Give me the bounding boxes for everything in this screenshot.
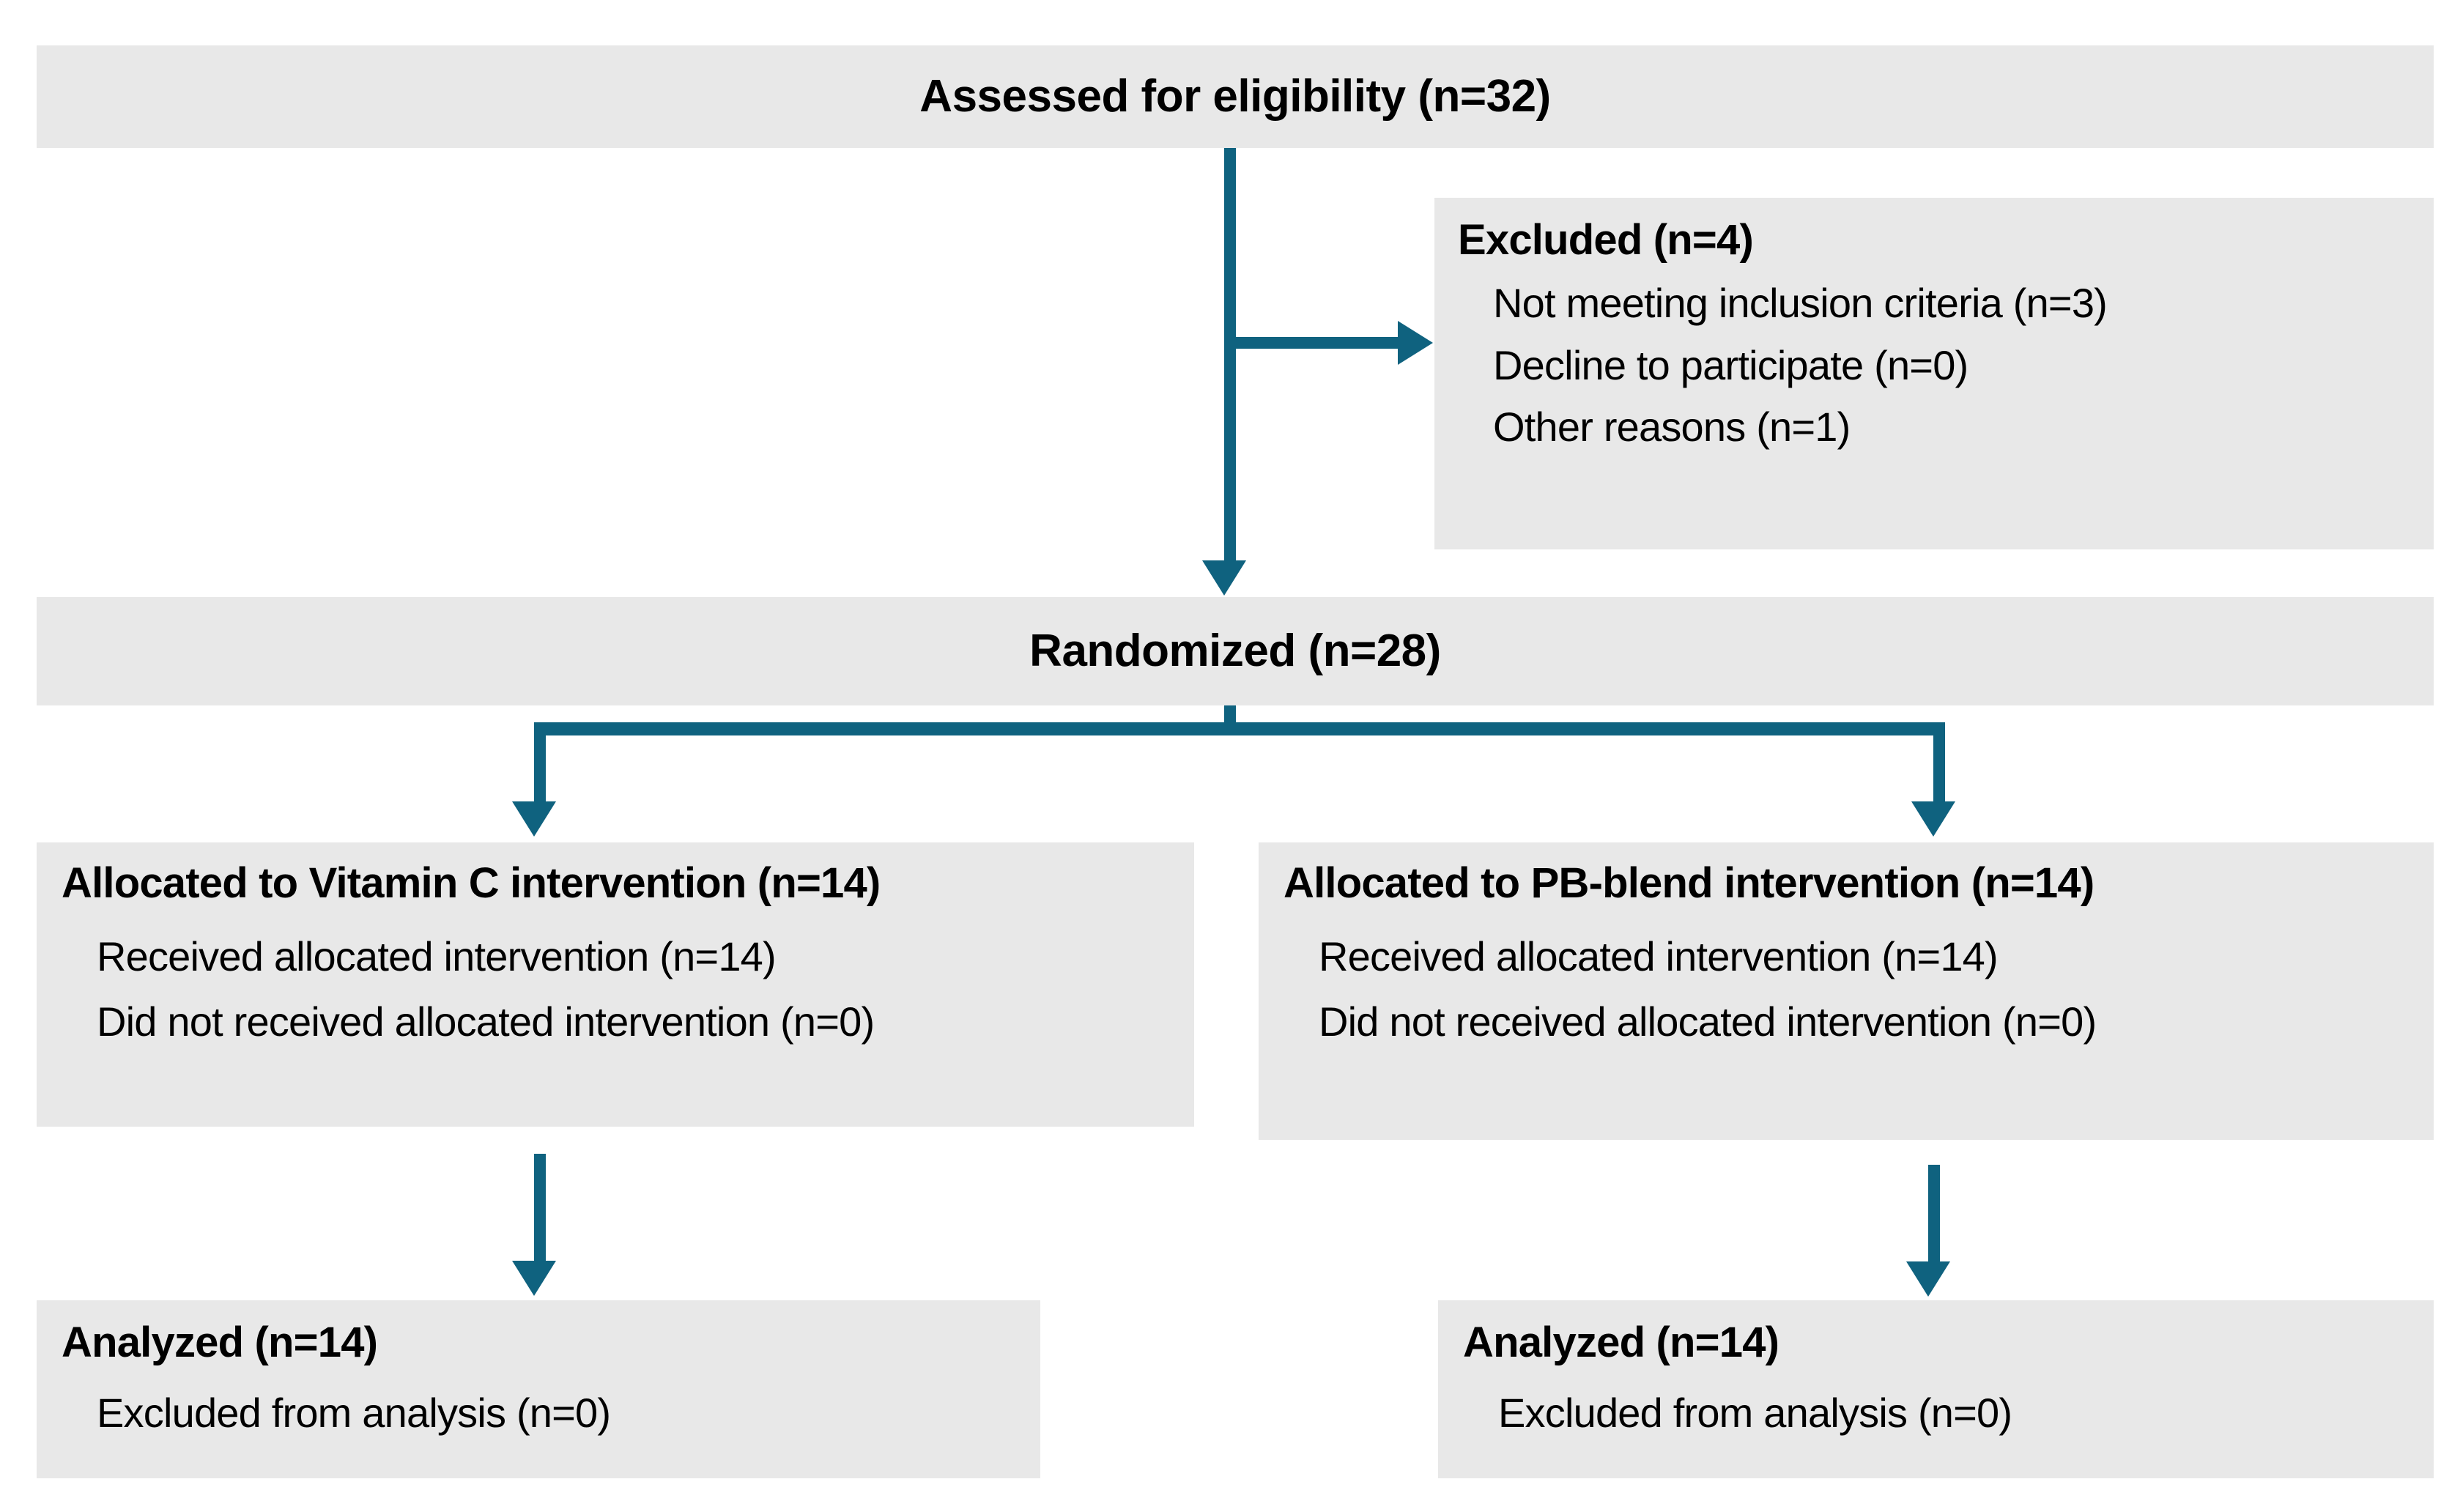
arrowhead-alloc-left-icon (512, 801, 556, 837)
allocation-box-vitamin-c: Allocated to Vitamin C intervention (n=1… (37, 842, 1194, 1127)
spacer (62, 906, 1194, 935)
spacer (1284, 979, 2434, 1001)
randomized-label: Randomized (n=28) (1029, 626, 1441, 677)
allocation-title-vitamin-c: Allocated to Vitamin C intervention (n=1… (62, 859, 881, 907)
connector-assessed-to-randomized (1224, 148, 1236, 562)
spacer (62, 979, 1194, 1001)
spacer (1458, 325, 2434, 344)
connector-alloc-right-to-analyzed-right (1928, 1165, 1940, 1263)
connector-randomized-to-alloc-right (1933, 722, 1945, 803)
excluded-title: Excluded (n=4) (1458, 216, 1754, 264)
allocation-title-pb-blend: Allocated to PB-blend intervention (n=14… (1284, 859, 2094, 907)
arrowhead-assessed-to-excluded-icon (1398, 321, 1433, 365)
arrowhead-assessed-to-randomized-icon (1202, 560, 1246, 596)
assessed-for-eligibility-box: Assessed for eligibility (n=32) (37, 45, 2434, 148)
spacer (1284, 906, 2434, 935)
analysis-title-left: Analyzed (n=14) (62, 1319, 378, 1366)
assessed-for-eligibility-label: Assessed for eligibility (n=32) (919, 71, 1551, 122)
spacer (62, 1365, 1040, 1392)
analysis-box-left: Analyzed (n=14) Excluded from analysis (… (37, 1300, 1040, 1478)
arrowhead-analyzed-right-icon (1906, 1261, 1950, 1297)
allocation-received-pb-blend: Received allocated intervention (n=14) (1319, 933, 1999, 979)
connector-randomized-split-bar (534, 722, 1945, 735)
allocation-not-received-pb-blend: Did not received allocated intervention … (1319, 998, 2097, 1045)
spacer (1458, 263, 2434, 282)
analysis-excluded-left: Excluded from analysis (n=0) (97, 1389, 611, 1436)
connector-randomized-to-alloc-left (534, 722, 546, 803)
analysis-box-right: Analyzed (n=14) Excluded from analysis (… (1438, 1300, 2434, 1478)
excluded-reason-other: Other reasons (n=1) (1493, 404, 1851, 451)
allocation-box-pb-blend: Allocated to PB-blend intervention (n=14… (1259, 842, 2434, 1140)
randomized-box: Randomized (n=28) (37, 597, 2434, 705)
allocation-not-received-vitamin-c: Did not received allocated intervention … (97, 998, 875, 1045)
analysis-title-right: Analyzed (n=14) (1463, 1319, 1779, 1366)
connector-assessed-to-excluded (1230, 337, 1400, 349)
arrowhead-alloc-right-icon (1911, 801, 1955, 837)
excluded-box: Excluded (n=4) Not meeting inclusion cri… (1434, 198, 2434, 549)
connector-alloc-left-to-analyzed-left (534, 1154, 546, 1262)
excluded-reason-not-meeting-criteria: Not meeting inclusion criteria (n=3) (1493, 279, 2108, 326)
allocation-received-vitamin-c: Received allocated intervention (n=14) (97, 933, 777, 979)
arrowhead-analyzed-left-icon (512, 1261, 556, 1296)
excluded-reason-decline-to-participate: Decline to participate (n=0) (1493, 341, 1968, 388)
spacer (1463, 1365, 2434, 1392)
analysis-excluded-right: Excluded from analysis (n=0) (1498, 1389, 2012, 1436)
